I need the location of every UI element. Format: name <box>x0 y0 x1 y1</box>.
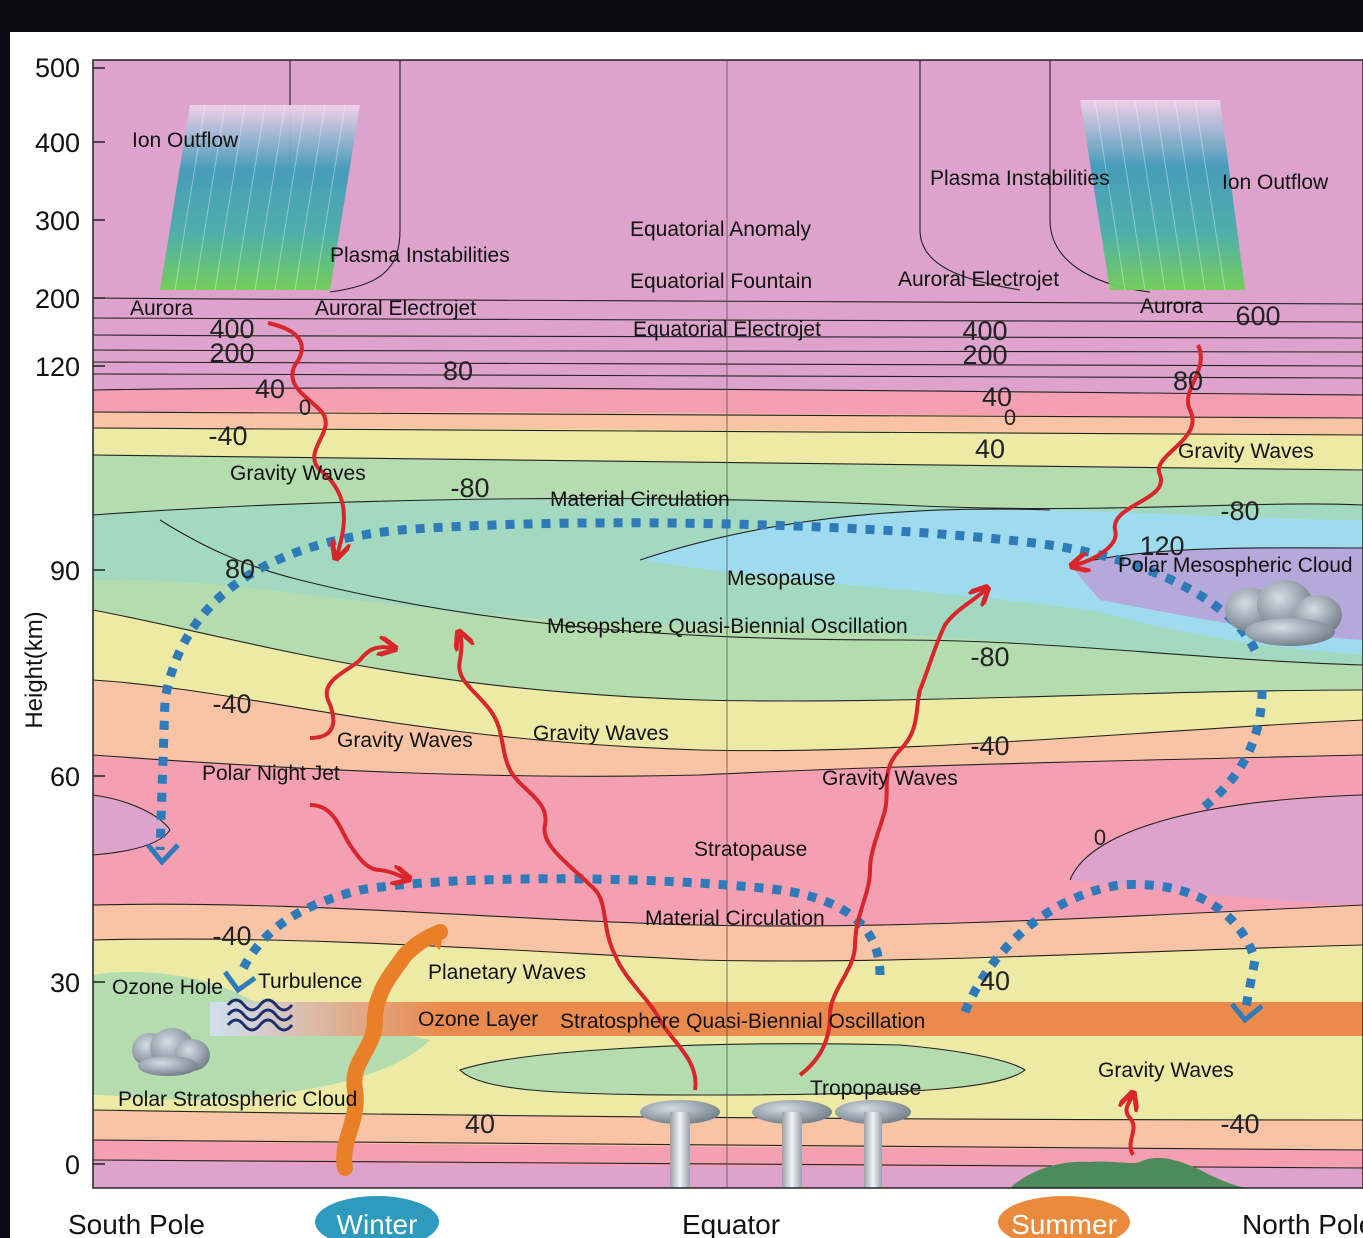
contour-label: 0 <box>1004 405 1016 430</box>
circulation-paths <box>155 518 1267 1014</box>
mountains <box>1010 1157 1250 1188</box>
x-label-south-pole: South Pole <box>68 1209 205 1238</box>
contour-label: -80 <box>450 473 489 503</box>
y-tick-60: 60 <box>50 762 80 792</box>
planetary-waves-label: Planetary Waves <box>428 961 586 984</box>
stratopause-label: Stratopause <box>694 838 807 861</box>
contour-label: 200 <box>962 340 1007 370</box>
gravity-waves-label: Gravity Waves <box>822 767 958 790</box>
winter-badge: Winter <box>315 1196 439 1238</box>
contour-label: 40 <box>980 966 1010 996</box>
contour-label: 40 <box>465 1109 495 1139</box>
y-tick-300: 300 <box>35 206 80 236</box>
y-tick-500: 500 <box>35 53 80 83</box>
y-tick-30: 30 <box>50 968 80 998</box>
tropopause-label: Tropopause <box>810 1077 921 1100</box>
gravity-wave-arrows <box>267 321 1203 1156</box>
y-tick-labels: 500 400 300 200 120 90 60 30 0 <box>35 53 80 1180</box>
y-axis-ticks <box>93 67 105 1165</box>
y-tick-120: 120 <box>35 352 80 382</box>
x-label-equator: Equator <box>682 1209 780 1238</box>
y-axis-label: Height(km) <box>21 611 48 728</box>
y-tick-0: 0 <box>65 1150 80 1180</box>
plasma-instabilities-south-label: Plasma Instabilities <box>330 244 510 267</box>
contour-label: -80 <box>1220 496 1259 526</box>
turbulence-label: Turbulence <box>258 970 362 993</box>
annotations: Ion Outflow Plasma Instabilities Aurora … <box>112 129 1353 1111</box>
planetary-wave-arrowhead <box>420 925 445 950</box>
contour-label: -40 <box>208 421 247 451</box>
aurora-south <box>160 104 360 291</box>
polar-mesospheric-cloud-icon <box>1225 580 1342 646</box>
mesopause-label: Mesopause <box>727 567 836 590</box>
mesopause-cold-region <box>640 509 1363 655</box>
gravity-waves-label: Gravity Waves <box>1098 1059 1234 1082</box>
equatorial-fountain-label: Equatorial Fountain <box>630 270 812 293</box>
aurora-north <box>1080 99 1245 291</box>
ion-outflow-south-label: Ion Outflow <box>132 129 239 152</box>
material-circulation-upper-label: Material Circulation <box>550 488 730 511</box>
stratosphere-qbo-label: Stratosphere Quasi-Biennial Oscillation <box>560 1010 925 1033</box>
auroral-electrojet-south-label: Auroral Electrojet <box>315 297 476 320</box>
polar-mesospheric-cloud-label: Polar Mesospheric Cloud <box>1118 554 1353 577</box>
contour-label: -40 <box>970 731 1009 761</box>
gravity-waves-label: Gravity Waves <box>230 462 366 485</box>
y-tick-90: 90 <box>50 556 80 586</box>
equatorial-electrojet-label: Equatorial Electrojet <box>633 318 821 341</box>
contour-label: 80 <box>443 356 473 386</box>
contour-label: -40 <box>1220 1109 1259 1139</box>
contour-value-labels: 400 200 40 0 80 -40 -80 80 -40 -40 40 40… <box>208 301 1280 1139</box>
contour-label: 120 <box>1139 531 1184 561</box>
polar-stratospheric-cloud-icon <box>132 1028 210 1076</box>
gravity-waves-label: Gravity Waves <box>533 722 669 745</box>
equatorial-anomaly-label: Equatorial Anomaly <box>630 218 811 241</box>
ozone-layer-label: Ozone Layer <box>418 1008 538 1031</box>
contour-label: -80 <box>970 642 1009 672</box>
summer-label: Summer <box>1011 1209 1117 1238</box>
auroral-electrojet-north-label: Auroral Electrojet <box>898 268 1059 291</box>
north-warm-region <box>1070 795 1363 905</box>
circulation-arrowheads <box>146 843 1264 1024</box>
contour-label: 40 <box>975 434 1005 464</box>
plasma-instabilities-north-label: Plasma Instabilities <box>930 167 1110 190</box>
gravity-waves-label: Gravity Waves <box>1178 440 1314 463</box>
contour-label: 400 <box>962 316 1007 346</box>
gravity-waves-label: Gravity Waves <box>337 729 473 752</box>
turbulence-icon <box>226 998 294 1032</box>
contour-label: 400 <box>209 314 254 344</box>
contour-label: 0 <box>1094 825 1106 850</box>
y-tick-400: 400 <box>35 128 80 158</box>
plot-frame <box>92 59 1363 1189</box>
polar-night-jet-label: Polar Night Jet <box>202 762 340 785</box>
contour-label: -40 <box>212 689 251 719</box>
x-axis-labels: South Pole Equator North Pole <box>68 1209 1363 1238</box>
winter-label: Winter <box>337 1209 418 1238</box>
ion-outflow-north-label: Ion Outflow <box>1222 171 1329 194</box>
contour-label: 600 <box>1235 301 1280 331</box>
aurora-north-label: Aurora <box>1140 295 1203 318</box>
mesosphere-qbo-label: Mesopshere Quasi-Biennial Oscillation <box>547 615 908 638</box>
tropical-green <box>460 1043 1025 1095</box>
summer-badge: Summer <box>998 1196 1130 1238</box>
x-label-north-pole: North Pole <box>1242 1209 1363 1238</box>
south-warm-region <box>93 795 170 855</box>
ozone-hole-label: Ozone Hole <box>112 976 223 999</box>
aurora-south-label: Aurora <box>130 297 193 320</box>
y-tick-200: 200 <box>35 284 80 314</box>
planetary-wave-arrow <box>336 924 448 1176</box>
contour-label: -40 <box>212 921 251 951</box>
convective-towers <box>640 1100 911 1188</box>
contour-label: 200 <box>209 338 254 368</box>
contour-label: 80 <box>225 554 255 584</box>
contour-label: 0 <box>299 395 311 420</box>
contour-label: 40 <box>255 374 285 404</box>
material-circulation-lower-label: Material Circulation <box>645 907 825 930</box>
contour-label: 40 <box>982 382 1012 412</box>
polar-stratospheric-cloud-label: Polar Stratospheric Cloud <box>118 1088 357 1111</box>
contour-label: 80 <box>1173 366 1203 396</box>
